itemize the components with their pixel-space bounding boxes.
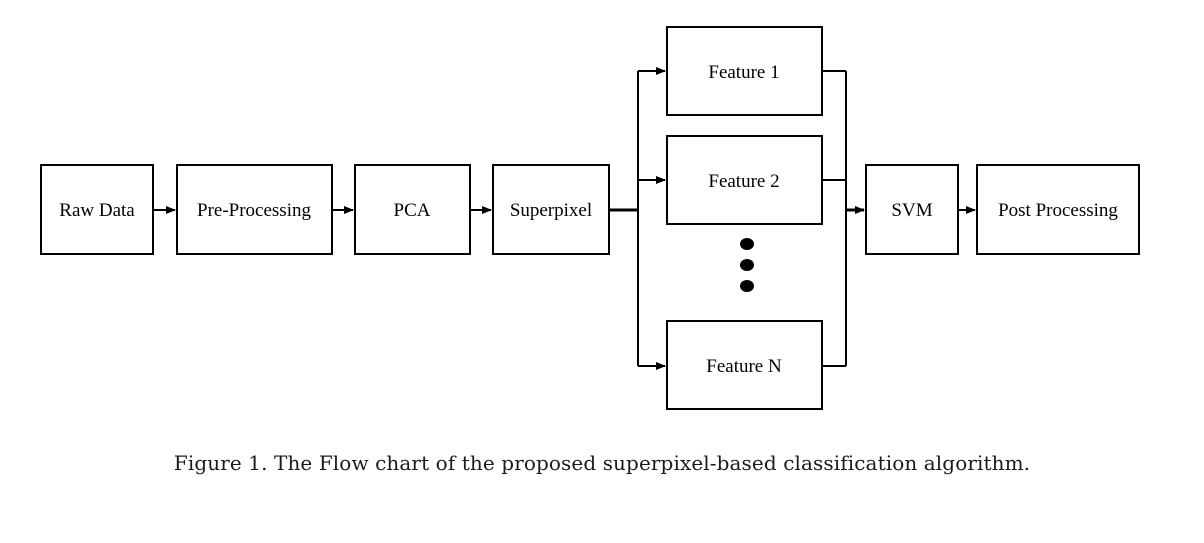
ellipsis-dot bbox=[740, 280, 754, 292]
node-post-processing-label: Post Processing bbox=[998, 200, 1118, 221]
node-feature-2-label: Feature 2 bbox=[708, 171, 779, 192]
node-svm: SVM bbox=[865, 164, 959, 255]
flowchart-diagram: Raw Data Pre-Processing PCA Superpixel F… bbox=[40, 26, 1140, 410]
node-raw-data: Raw Data bbox=[40, 164, 154, 255]
node-superpixel-label: Superpixel bbox=[510, 200, 592, 221]
node-feature-1: Feature 1 bbox=[666, 26, 823, 116]
figure-caption: Figure 1. The Flow chart of the proposed… bbox=[173, 451, 1031, 475]
node-feature-1-label: Feature 1 bbox=[708, 62, 779, 83]
node-superpixel: Superpixel bbox=[492, 164, 610, 255]
node-feature-2: Feature 2 bbox=[666, 135, 823, 225]
ellipsis-dots bbox=[740, 238, 754, 292]
node-pre-processing: Pre-Processing bbox=[176, 164, 333, 255]
ellipsis-dot bbox=[740, 238, 754, 250]
node-svm-label: SVM bbox=[891, 200, 932, 221]
node-feature-n-label: Feature N bbox=[706, 356, 782, 377]
node-post-processing: Post Processing bbox=[976, 164, 1140, 255]
ellipsis-dot bbox=[740, 259, 754, 271]
node-pca: PCA bbox=[354, 164, 471, 255]
node-feature-n: Feature N bbox=[666, 320, 823, 410]
node-pre-processing-label: Pre-Processing bbox=[197, 200, 311, 221]
node-pca-label: PCA bbox=[394, 200, 431, 221]
node-raw-data-label: Raw Data bbox=[59, 200, 135, 221]
